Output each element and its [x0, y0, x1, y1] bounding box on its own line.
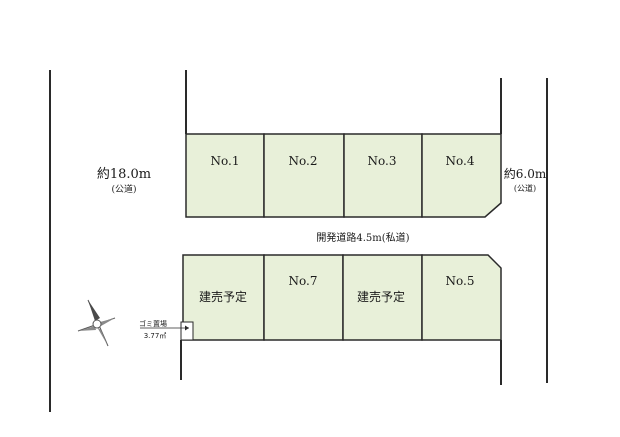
lot-label: No.5	[446, 274, 475, 288]
lot-1[interactable]: No.1	[185, 133, 265, 218]
garbage-station[interactable]	[180, 321, 194, 341]
garbage-label: ゴミ置場	[139, 319, 167, 328]
north-arrow-icon	[77, 299, 116, 347]
west-road-width: 約18.0m	[97, 167, 151, 182]
lot-5[interactable]: No.5	[421, 254, 502, 341]
lot-kenuri-west[interactable]: 建売予定	[182, 254, 265, 341]
lot-label: No.7	[289, 274, 318, 288]
lot-label: 建売予定	[357, 289, 405, 304]
lot-3[interactable]: No.3	[343, 133, 423, 218]
west-road-type: (公道)	[111, 183, 136, 195]
lot-label: No.4	[446, 154, 475, 168]
east-road-type: (公道)	[514, 183, 536, 193]
lot-7[interactable]: No.7	[263, 254, 344, 341]
garbage-pointer-arrowhead	[185, 325, 189, 331]
lot-label: No.2	[289, 154, 318, 168]
lot-kenuri-east[interactable]: 建売予定	[342, 254, 423, 341]
garbage-size: 3.77㎡	[144, 332, 167, 340]
lot-label: 建売予定	[199, 289, 247, 304]
lot-label: No.3	[368, 154, 397, 168]
lot-2[interactable]: No.2	[263, 133, 345, 218]
center-road-label: 開発道路4.5m(私道)	[316, 231, 409, 244]
lot-label: No.1	[211, 154, 240, 168]
lot-4[interactable]: No.4	[421, 133, 502, 218]
east-road-width: 約6.0m	[504, 166, 547, 181]
